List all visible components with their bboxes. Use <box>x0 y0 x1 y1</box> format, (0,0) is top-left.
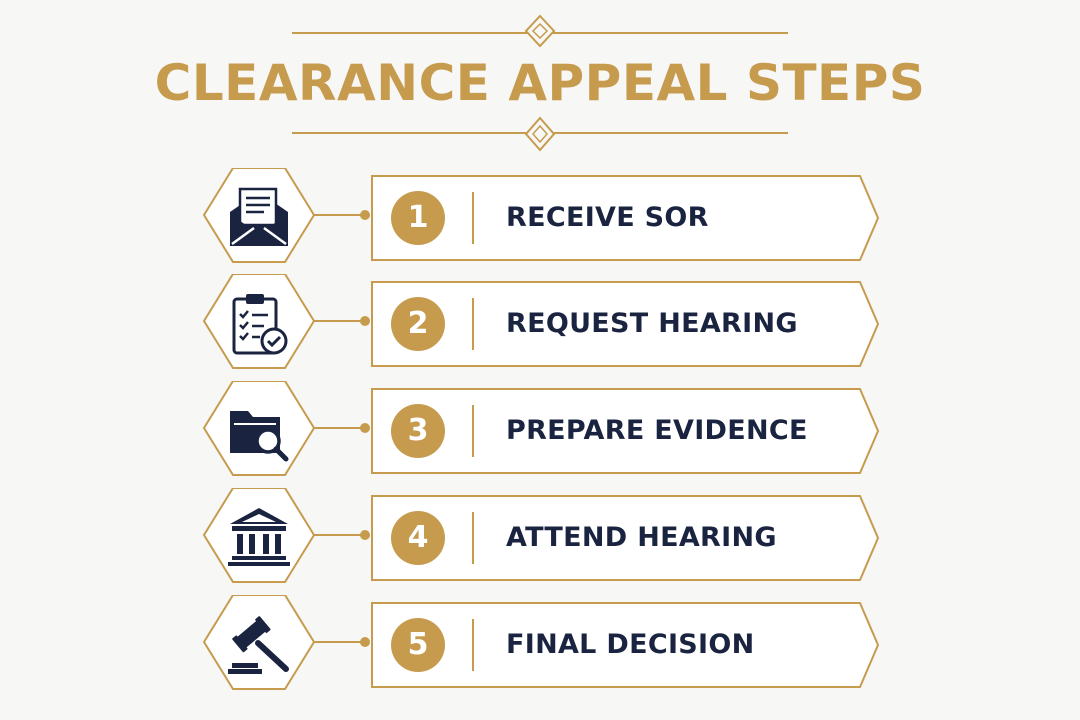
step-5: 5 FINAL DECISION <box>0 595 1080 695</box>
step-number-badge: 2 <box>391 297 445 351</box>
gavel-icon <box>226 611 292 677</box>
page-title: CLEARANCE APPEAL STEPS <box>154 54 926 112</box>
top-diamond-ornament <box>524 14 556 48</box>
step-label: RECEIVE SOR <box>506 202 709 233</box>
step-number-badge: 3 <box>391 404 445 458</box>
step-4: 4 ATTEND HEARING <box>0 488 1080 588</box>
step-2: 2 REQUEST HEARING <box>0 274 1080 374</box>
step-label: REQUEST HEARING <box>506 308 798 339</box>
step-number-badge: 4 <box>391 511 445 565</box>
step-number-badge: 5 <box>391 618 445 672</box>
clipboard-checklist-icon <box>226 290 292 356</box>
step-label: PREPARE EVIDENCE <box>506 415 808 446</box>
step-label: FINAL DECISION <box>506 629 755 660</box>
folder-search-icon <box>226 397 292 463</box>
step-frame <box>202 168 880 263</box>
envelope-letter-icon <box>226 184 292 250</box>
courthouse-icon <box>226 504 292 570</box>
step-1: 1 RECEIVE SOR <box>0 168 1080 268</box>
step-number-badge: 1 <box>391 191 445 245</box>
step-3: 3 PREPARE EVIDENCE <box>0 381 1080 481</box>
step-label: ATTEND HEARING <box>506 522 777 553</box>
step-frame <box>202 488 880 583</box>
bottom-diamond-ornament <box>524 116 556 152</box>
title-ornament <box>292 14 788 152</box>
